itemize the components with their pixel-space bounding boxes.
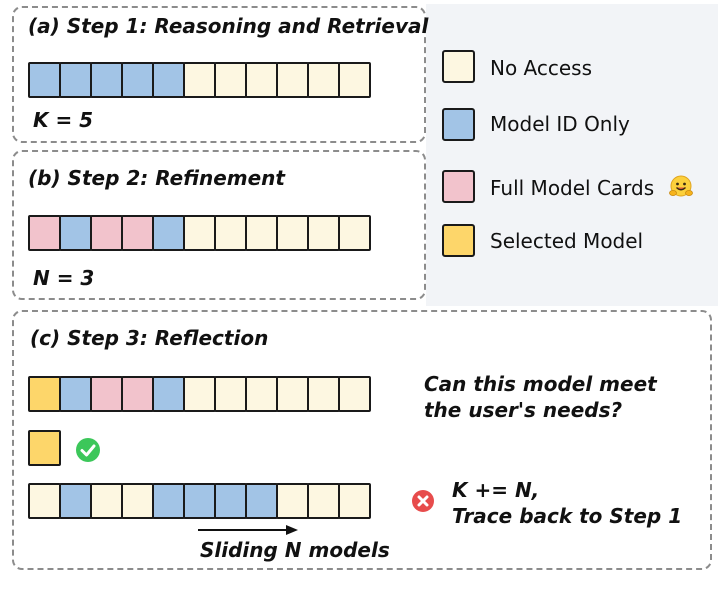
step3-model-row-next	[28, 483, 371, 519]
model-cell-no-access	[183, 62, 216, 98]
step1-title: (a) Step 1: Reasoning and Retrieval	[28, 14, 429, 38]
legend-label-selected-model: Selected Model	[490, 229, 644, 253]
step1-model-row	[28, 62, 371, 98]
model-cell-selected-model	[28, 430, 61, 466]
model-cell-no-access	[245, 215, 278, 251]
step2-title: (b) Step 2: Refinement	[28, 166, 285, 190]
model-cell-no-access	[183, 376, 216, 412]
step3-model-row-current	[28, 376, 371, 412]
legend-swatch-no-access	[442, 50, 475, 83]
step1-k-label: K = 5	[33, 108, 94, 132]
model-cell-no-access	[338, 483, 371, 519]
step2-model-row	[28, 215, 371, 251]
model-cell-model-id-only	[245, 483, 278, 519]
model-cell-model-id-only	[214, 483, 247, 519]
model-cell-model-id-only	[152, 376, 185, 412]
check-circle-icon	[76, 438, 100, 462]
model-cell-full-model-card	[90, 215, 123, 251]
model-cell-full-model-card	[121, 215, 154, 251]
model-cell-model-id-only	[121, 62, 154, 98]
model-cell-no-access	[338, 376, 371, 412]
model-cell-no-access	[307, 483, 340, 519]
hugging-face-emoji-icon	[669, 175, 693, 197]
model-cell-no-access	[90, 483, 123, 519]
step3-selected-model	[28, 430, 61, 466]
cross-circle-icon	[412, 490, 434, 512]
model-cell-no-access	[307, 62, 340, 98]
step3-panel	[12, 310, 712, 570]
model-cell-no-access	[245, 376, 278, 412]
model-cell-full-model-card	[90, 376, 123, 412]
model-cell-model-id-only	[183, 483, 216, 519]
model-cell-model-id-only	[90, 62, 123, 98]
step2-n-label: N = 3	[33, 266, 95, 290]
legend-swatch-full-model-cards	[442, 170, 475, 203]
sliding-arrow-icon	[198, 525, 298, 535]
model-cell-full-model-card	[121, 376, 154, 412]
model-cell-no-access	[338, 215, 371, 251]
model-cell-model-id-only	[59, 376, 92, 412]
model-cell-model-id-only	[59, 483, 92, 519]
model-cell-selected-model	[28, 376, 61, 412]
legend-label-full-model-cards: Full Model Cards	[490, 176, 655, 200]
model-cell-no-access	[121, 483, 154, 519]
model-cell-no-access	[183, 215, 216, 251]
sliding-label: Sliding N models	[200, 538, 390, 562]
model-cell-model-id-only	[59, 215, 92, 251]
model-cell-no-access	[276, 62, 309, 98]
legend-swatch-model-id-only	[442, 108, 475, 141]
model-cell-full-model-card	[28, 215, 61, 251]
legend-label-model-id-only: Model ID Only	[490, 112, 630, 136]
model-cell-no-access	[28, 483, 61, 519]
model-cell-no-access	[214, 215, 247, 251]
model-cell-no-access	[276, 376, 309, 412]
step3-question-line1: Can this model meet	[424, 372, 657, 396]
model-cell-no-access	[307, 215, 340, 251]
model-cell-no-access	[307, 376, 340, 412]
model-cell-model-id-only	[152, 62, 185, 98]
legend-swatch-selected-model	[442, 224, 475, 257]
model-cell-no-access	[276, 215, 309, 251]
step3-retry-line2: Trace back to Step 1	[452, 504, 683, 528]
model-cell-no-access	[214, 62, 247, 98]
model-cell-no-access	[276, 483, 309, 519]
step3-retry-line1: K += N,	[452, 478, 540, 502]
model-cell-no-access	[245, 62, 278, 98]
model-cell-model-id-only	[59, 62, 92, 98]
model-cell-model-id-only	[152, 215, 185, 251]
model-cell-model-id-only	[28, 62, 61, 98]
model-cell-model-id-only	[152, 483, 185, 519]
model-cell-no-access	[338, 62, 371, 98]
legend-label-no-access: No Access	[490, 56, 593, 80]
model-cell-no-access	[214, 376, 247, 412]
step3-title: (c) Step 3: Reflection	[30, 326, 269, 350]
step3-question-line2: the user's needs?	[424, 398, 623, 422]
